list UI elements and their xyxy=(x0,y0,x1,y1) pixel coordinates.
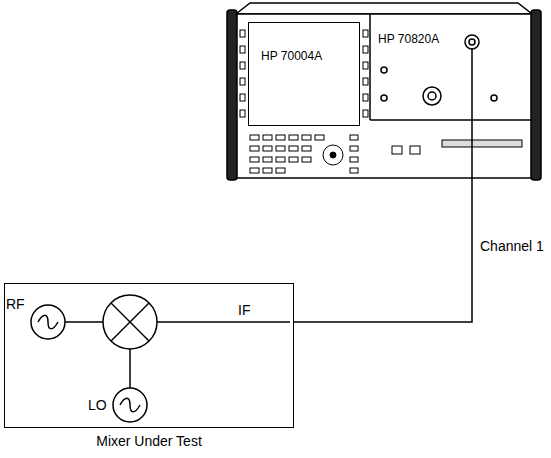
cabinet-front xyxy=(236,14,532,178)
module-divider xyxy=(370,119,532,121)
source-label: RF xyxy=(6,296,25,312)
rack-handle xyxy=(227,10,237,180)
rack-handle xyxy=(531,10,541,180)
instrument-label: HP 70820A xyxy=(378,33,439,47)
cabinet-top xyxy=(236,3,532,14)
module-divider xyxy=(369,14,371,120)
keypad xyxy=(250,135,358,173)
cable xyxy=(294,114,472,322)
rf-wire xyxy=(65,321,103,323)
module-controls xyxy=(381,35,497,114)
front-panel-details xyxy=(392,140,522,154)
signal-source: RF xyxy=(6,296,68,342)
mixer-symbol xyxy=(103,295,157,349)
signal-source: LO xyxy=(88,386,148,424)
channel-label: Channel 1 xyxy=(478,238,546,254)
lo-wire xyxy=(129,349,131,388)
module-panel: HP 70820A xyxy=(374,26,526,114)
instrument-label: HP 70004A xyxy=(261,50,322,64)
display-screen: HP 70004A xyxy=(248,22,360,126)
signal-name: IF xyxy=(236,302,252,318)
enclosure-caption: Mixer Under Test xyxy=(4,433,294,449)
if-wire xyxy=(157,321,290,323)
source-label: LO xyxy=(88,397,107,413)
